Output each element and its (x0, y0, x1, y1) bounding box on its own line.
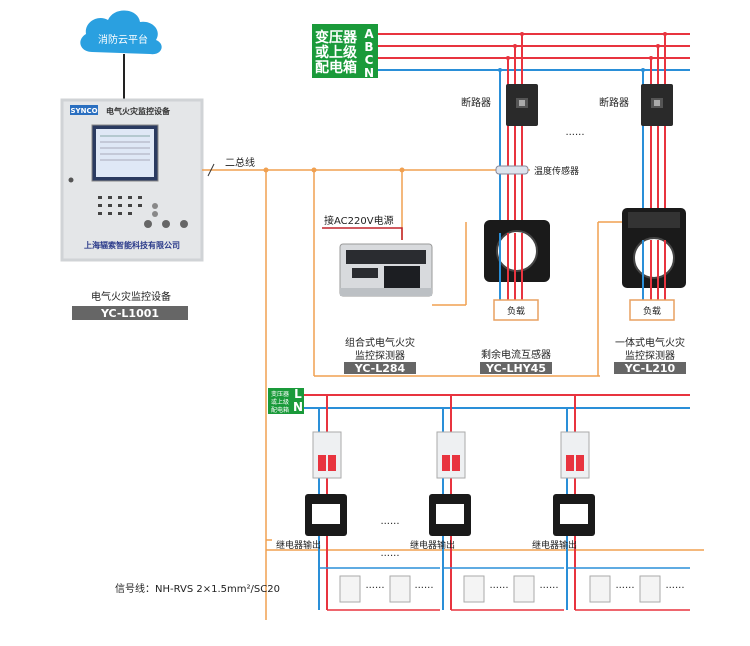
svg-text:......: ...... (615, 580, 634, 591)
load-box-1 (493, 299, 539, 321)
monitoring-panel: SYNCO 电气火灾监控设备 上海辐索智能科技有限公司 (60, 98, 204, 262)
svg-text:......: ...... (539, 580, 558, 591)
temperature-sensor (495, 165, 529, 175)
svg-text:负载: 负载 (507, 305, 525, 317)
socket-icon (339, 575, 661, 603)
ellipsis-lower-1: ...... (380, 516, 399, 527)
detector-module-icon (305, 494, 347, 536)
phase-b: B (364, 40, 373, 54)
power-label: 接AC220V电源 (324, 214, 394, 227)
svg-text:监控探测器: 监控探测器 (625, 349, 675, 362)
bus-label: 二总线 (225, 156, 255, 169)
socket-wiring (319, 567, 690, 611)
breaker-icon (641, 84, 673, 126)
breaker-label-2: 断路器 (599, 96, 629, 109)
svg-text:L: L (294, 387, 302, 401)
phase-a: A (364, 27, 374, 41)
panel-logo (70, 105, 98, 115)
cloud-icon: 消防云平台 (80, 10, 162, 55)
svg-text:......: ...... (365, 580, 384, 591)
svg-text:继电器输出: 继电器输出 (532, 539, 577, 551)
breaker-icon (506, 84, 538, 126)
panel-button-2 (162, 220, 170, 228)
detector-module-icon (553, 494, 595, 536)
detector-module-icon (339, 243, 433, 297)
svg-text:一体式电气火灾: 一体式电气火灾 (615, 336, 685, 349)
ellipsis-upper: ...... (565, 127, 584, 138)
panel-indicators (98, 196, 142, 215)
panel-model-badge (72, 306, 188, 320)
detector-integrated-icon (622, 208, 686, 288)
svg-text:YC-L210: YC-L210 (624, 362, 676, 375)
svg-text:继电器输出: 继电器输出 (410, 539, 455, 551)
breaker-icon (436, 431, 466, 479)
svg-text:YC-L284: YC-L284 (354, 362, 406, 375)
breaker-icon (560, 431, 590, 479)
panel-key-icon (68, 177, 74, 183)
svg-text:剩余电流互感器: 剩余电流互感器 (481, 348, 551, 361)
panel-model: YC-L1001 (100, 307, 159, 320)
svg-text:......: ...... (489, 580, 508, 591)
svg-text:SYNCO: SYNCO (70, 107, 97, 115)
signal-line-note: 信号线：NH-RVS 2×1.5mm²/SC20 (115, 582, 280, 595)
panel-caption: 电气火灾监控设备 (91, 290, 171, 303)
source-box (312, 24, 360, 78)
phase-c: C (365, 53, 374, 67)
lower-source-box (268, 388, 292, 414)
phase-n: N (364, 66, 374, 80)
svg-text:组合式电气火灾: 组合式电气火灾 (345, 336, 415, 349)
svg-text:或上级: 或上级 (315, 44, 358, 61)
ellipsis-lower-2: ...... (380, 548, 399, 559)
svg-text:......: ...... (665, 580, 684, 591)
panel-title: 电气火灾监控设备 (106, 106, 171, 116)
temperature-sensor-label: 温度传感器 (534, 165, 579, 177)
svg-text:变压器: 变压器 (315, 29, 358, 46)
detector-module-icon (429, 494, 471, 536)
svg-text:继电器输出: 继电器输出 (276, 539, 321, 551)
panel-company: 上海辐索智能科技有限公司 (84, 240, 180, 250)
svg-text:或上级: 或上级 (271, 398, 289, 406)
current-transformer-icon (484, 220, 550, 282)
svg-text:N: N (293, 400, 303, 414)
panel-button-3 (180, 220, 188, 228)
svg-text:变压器: 变压器 (271, 390, 289, 398)
cloud-label: 消防云平台 (98, 33, 148, 46)
breaker-label-1: 断路器 (461, 96, 491, 109)
svg-text:配电箱: 配电箱 (315, 59, 357, 76)
branch-2: 继电器输出 (410, 395, 471, 610)
breaker-icon (312, 431, 342, 479)
svg-text:......: ...... (414, 580, 433, 591)
load-box-2 (629, 299, 675, 321)
panel-button-1 (144, 220, 152, 228)
svg-text:YC-LHY45: YC-LHY45 (485, 362, 546, 375)
svg-text:监控探测器: 监控探测器 (355, 349, 405, 362)
svg-text:配电箱: 配电箱 (271, 406, 289, 414)
branch-3: 继电器输出 (532, 395, 595, 610)
branch-1: 继电器输出 (276, 395, 347, 610)
svg-text:负载: 负载 (643, 305, 661, 317)
